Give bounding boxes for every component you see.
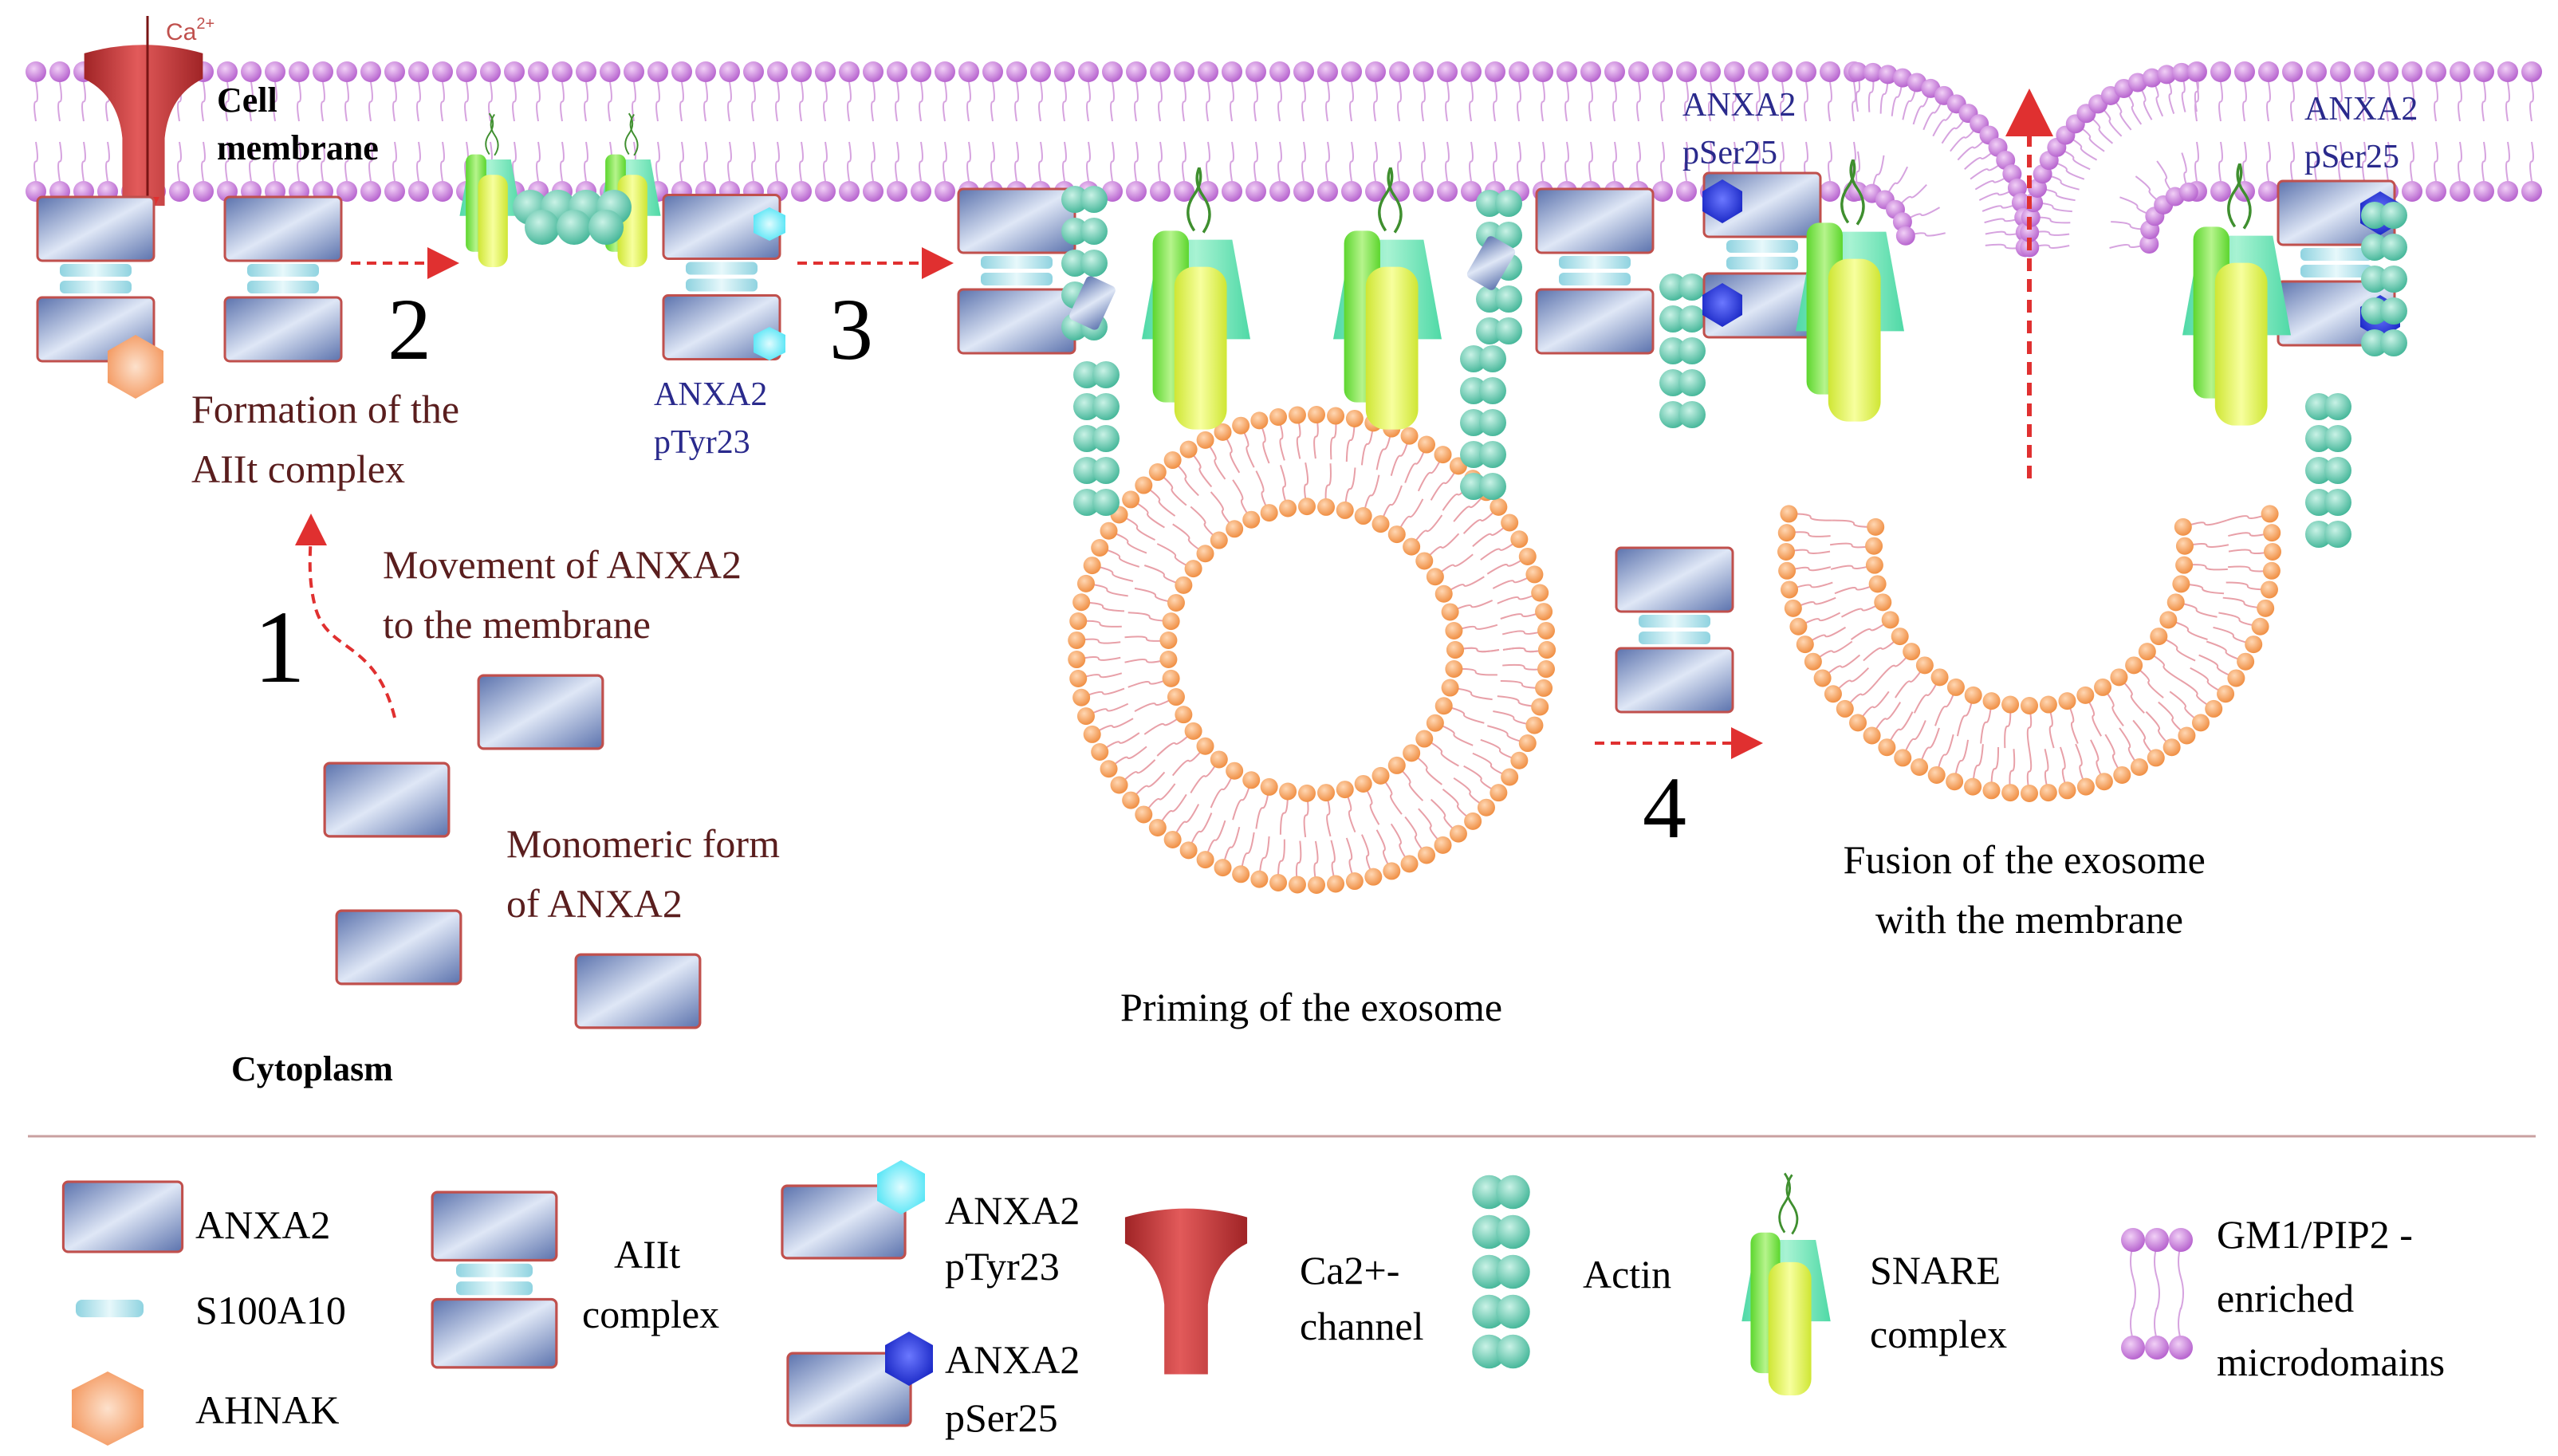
snare-aiit-membrane-assembly <box>458 112 785 361</box>
legend-gm1-label: GM1/PIP2 - enriched microdomains <box>2217 1212 2445 1384</box>
anxa2-pser25-left-label: ANXA2 pSer25 <box>1682 87 1804 171</box>
legend-actin-icon <box>1472 1175 1530 1369</box>
legend: ANXA2 S100A10 AHNAK AIIt complex ANXA2 p… <box>61 1160 2445 1446</box>
anxa2-ptyr23-label: ANXA2 pTyr23 <box>654 376 776 461</box>
anxa2-pser25-right-label: ANXA2 pSer25 <box>2304 91 2426 175</box>
anxa2-monomer-1 <box>477 674 604 750</box>
legend-s100a10-icon <box>76 1300 144 1317</box>
legend-actin-label: Actin <box>1583 1252 1671 1297</box>
legend-anxa2-icon <box>61 1180 184 1253</box>
legend-aiit-icon <box>431 1190 558 1369</box>
legend-s100a10-label: S100A10 <box>195 1288 346 1332</box>
legend-ptyr23-label: ANXA2 pTyr23 <box>945 1188 1090 1289</box>
legend-ahnak-label: AHNAK <box>195 1387 340 1432</box>
fusion-label: Fusion of the exosome with the membrane <box>1844 837 2216 942</box>
formation-label: Formation of the AIIt complex <box>191 387 470 491</box>
step-3: 3 <box>829 281 873 378</box>
step-1: 1 <box>254 590 305 705</box>
legend-ahnak-icon <box>72 1371 144 1446</box>
legend-ptyr23-phospho-icon <box>877 1160 925 1214</box>
cytoplasm-label: Cytoplasm <box>231 1049 393 1088</box>
step-2: 2 <box>388 281 431 378</box>
anxa2-monomer-2 <box>323 761 451 838</box>
legend-ca-channel-icon <box>1124 1208 1248 1375</box>
cell-membrane-label: Cell membrane <box>217 81 379 167</box>
legend-snare-label: SNARE complex <box>1870 1248 2010 1356</box>
legend-aiit-label: AIIt complex <box>582 1232 719 1336</box>
anxa2-monomer-3 <box>335 909 462 986</box>
movement-label: Movement of ANXA2 to the membrane <box>383 542 751 647</box>
aiit-complex-step4 <box>1615 546 1734 714</box>
legend-ca-channel-label: Ca2+- channel <box>1300 1248 1423 1348</box>
legend-anxa2-label: ANXA2 <box>195 1202 330 1247</box>
legend-snare-icon <box>1740 1171 1832 1397</box>
fusion-left-assembly <box>1659 159 1906 428</box>
ahnak-icon <box>108 335 163 399</box>
cell-membrane-bilayer <box>26 61 2542 258</box>
monomeric-label: Monomeric form of ANXA2 <box>506 821 789 926</box>
step-4: 4 <box>1643 759 1686 856</box>
priming-assembly <box>957 167 1655 516</box>
legend-pser25-label: ANXA2 pSer25 <box>945 1337 1090 1440</box>
aiit-complex-membrane-2 <box>223 195 343 363</box>
legend-pser25-phospho-icon <box>885 1332 933 1386</box>
anxa2-monomer-4 <box>574 953 702 1029</box>
priming-label: Priming of the exosome <box>1120 985 1502 1029</box>
ca-channel-membrane <box>84 16 203 221</box>
ca-ion-label: Ca2+ <box>166 15 214 45</box>
exosome-vesicles <box>1068 406 2281 894</box>
fusion-right-assembly <box>2181 163 2407 548</box>
legend-gm1-icon <box>2121 1228 2193 1360</box>
